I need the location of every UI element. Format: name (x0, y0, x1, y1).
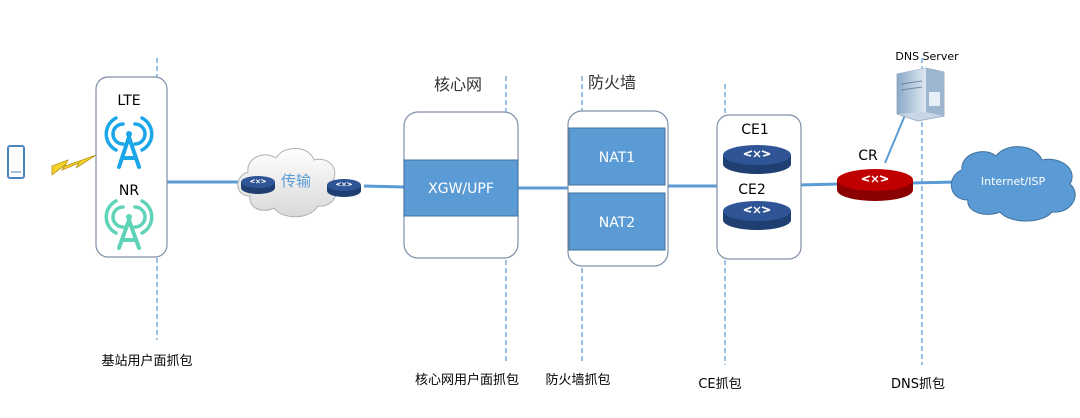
cr-router-icon (837, 169, 913, 201)
link-cr-dns (884, 107, 909, 164)
capture-label-core: 核心网用户面抓包 (415, 372, 519, 388)
ce1-label: CE1 (741, 122, 769, 138)
core-gateway-label: XGW/UPF (428, 181, 494, 197)
nat2-block (568, 192, 666, 251)
transport-label: 传输 (281, 172, 311, 190)
transport-router-right-icon (327, 179, 361, 197)
link-ce-cr (797, 182, 841, 187)
lightning-icon (51, 154, 97, 176)
lte-antenna-icon (104, 116, 154, 169)
ce2-label: CE2 (738, 182, 766, 198)
capture-label-base-station: 基站用户面抓包 (101, 353, 192, 369)
ce1-router-icon (723, 145, 791, 174)
cr-label: CR (858, 148, 878, 164)
internet-cloud-icon (951, 146, 1076, 222)
nr-antenna-icon (104, 199, 154, 250)
phone-icon (7, 145, 25, 179)
nat1-label: NAT1 (599, 150, 635, 166)
capture-label-ce: CE抓包 (698, 377, 741, 392)
transport-router-left-icon (241, 176, 275, 194)
nat2-label: NAT2 (599, 215, 635, 231)
transport-cloud-icon (237, 148, 337, 218)
capture-lines (156, 58, 923, 365)
ce2-router-icon (723, 201, 791, 230)
dns-server-icon (896, 67, 945, 122)
capture-label-dns: DNS抓包 (891, 377, 945, 392)
capture-label-firewall: 防火墙抓包 (545, 372, 610, 388)
lte-label: LTE (117, 93, 140, 109)
nr-label: NR (119, 183, 139, 199)
dns-server-label: DNS Server (895, 50, 959, 63)
firewall-title: 防火墙 (588, 73, 636, 92)
link-cr-internet (909, 180, 958, 185)
core-title: 核心网 (434, 75, 482, 94)
core-gateway-block (403, 159, 519, 217)
internet-label: Internet/ISP (981, 175, 1046, 188)
nat1-block (568, 127, 666, 186)
link-transport-core (363, 184, 405, 189)
